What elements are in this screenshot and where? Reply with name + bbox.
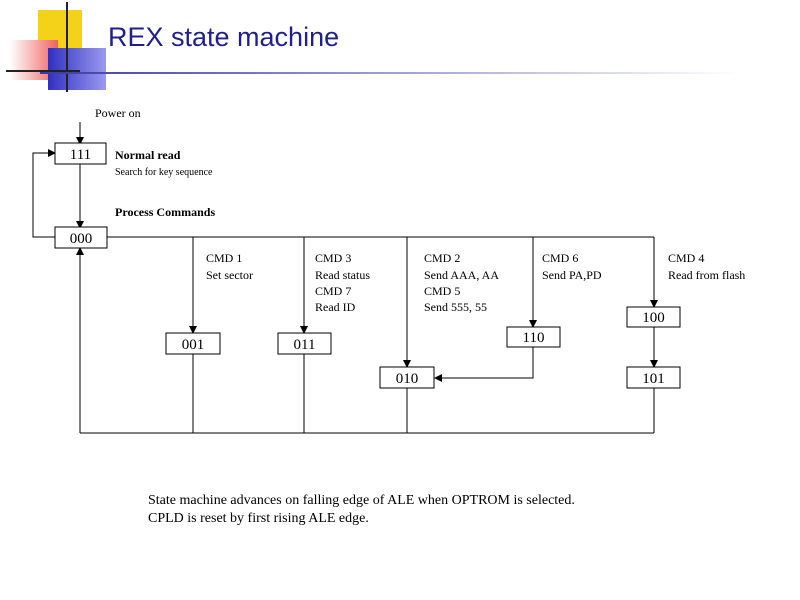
footnote: State machine advances on falling edge o… <box>148 492 575 528</box>
state-box-111 <box>54 142 107 165</box>
process-commands-label: Process Commands <box>115 205 215 219</box>
cmd3-line3: CMD 7 <box>315 284 351 298</box>
state-label-101: 101 <box>642 371 665 387</box>
slide-title: REX state machine <box>108 22 340 52</box>
cmd2-line3: CMD 5 <box>424 284 460 298</box>
cmd6-line1: CMD 6 <box>542 251 578 265</box>
state-box-110 <box>506 326 561 348</box>
cmd2-line4: Send 555, 55 <box>424 300 487 314</box>
state-box-001 <box>165 332 221 355</box>
state-label-100: 100 <box>642 310 665 326</box>
state-box-000 <box>54 226 108 249</box>
state-label-011: 011 <box>294 337 316 353</box>
cmd2-line2: Send AAA, AA <box>424 268 499 282</box>
search-key-label: Search for key sequence <box>115 167 213 178</box>
decor-blue-square <box>48 48 106 90</box>
cmd4-line2: Read from flash <box>668 268 745 282</box>
normal-read-label: Normal read <box>115 148 181 162</box>
state-label-001: 001 <box>182 337 205 353</box>
cmd2-line1: CMD 2 <box>424 251 460 265</box>
cmd3-line2: Read status <box>315 268 370 282</box>
cmd6-line2: Send PA,PD <box>542 268 602 282</box>
cmd1-line1: CMD 1 <box>206 251 242 265</box>
decor-vertical-line <box>66 2 68 92</box>
title-underline <box>40 72 740 74</box>
cmd3-line4: Read ID <box>315 300 356 314</box>
state-box-010 <box>379 366 435 389</box>
state-box-101 <box>626 366 681 389</box>
cmd1-line2: Set sector <box>206 268 253 282</box>
footnote-line-1: State machine advances on falling edge o… <box>148 493 575 508</box>
cmd3-line1: CMD 3 <box>315 251 351 265</box>
power-on-label: Power on <box>95 106 141 120</box>
state-label-010: 010 <box>396 371 419 387</box>
state-label-000: 000 <box>70 231 93 247</box>
cmd4-line1: CMD 4 <box>668 251 704 265</box>
state-label-110: 110 <box>523 330 545 346</box>
footnote-line-2: CPLD is reset by first rising ALE edge. <box>148 511 369 526</box>
state-label-111: 111 <box>70 147 91 163</box>
state-box-100 <box>626 306 681 328</box>
arrow-110-to-010 <box>434 347 534 382</box>
loop-000-to-111 <box>32 149 56 238</box>
decor-horizontal-line <box>6 70 80 72</box>
state-box-011 <box>277 332 332 355</box>
